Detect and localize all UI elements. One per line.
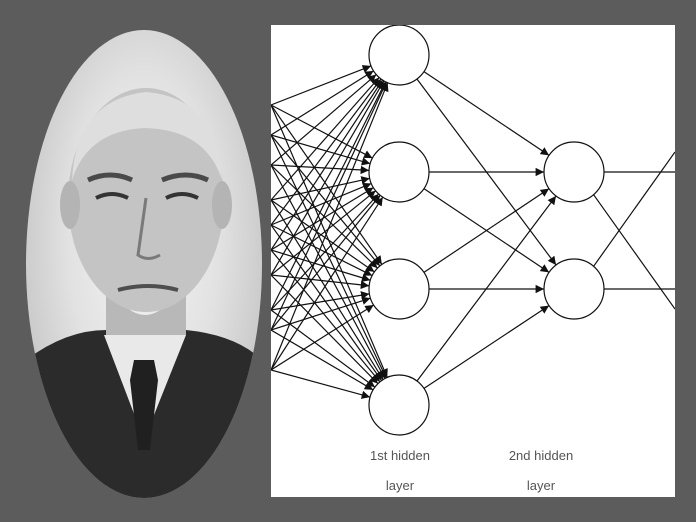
h1-h2-edge-2-0 [423,188,550,273]
h2-out-edge-0-1 [593,194,675,310]
input-edge-8-0 [271,81,387,331]
input-edge-0-2 [271,104,383,265]
person-portrait-icon [26,88,262,498]
input-edge-7-3 [271,309,376,388]
h1-h2-edge-3-1 [423,305,550,389]
input-edge-3-3 [271,199,384,380]
input-edge-2-0 [271,74,377,166]
input-edge-3-2 [271,199,375,273]
input-edge-1-1 [271,134,371,166]
hidden1-node-2 [368,141,430,203]
hidden1-node-4 [368,374,430,436]
layer-label-1-line2: layer [385,478,415,493]
layer-label-2-line1: 2nd hidden [508,448,574,463]
portrait-photo [26,30,262,498]
input-edge-4-0 [271,78,382,226]
input-edge-9-3 [271,369,371,399]
input-edge-9-0 [271,82,389,371]
input-edge-5-0 [271,79,384,251]
input-edge-4-3 [271,224,383,381]
input-edge-9-1 [271,196,384,371]
input-edge-6-0 [271,80,385,276]
neural-network-diagram: 1st hidden layer 2nd hidden layer [271,25,675,497]
input-edge-5-2 [271,249,371,282]
input-edge-8-2 [271,296,371,331]
h1-h2-edge-0-0 [423,71,550,156]
hidden2-node-2 [543,258,605,320]
input-edge-3-0 [271,77,380,201]
input-edge-6-1 [271,190,377,276]
input-edge-8-1 [271,194,381,331]
input-edge-4-1 [271,182,372,226]
h1-h2-edge-3-0 [416,195,557,382]
hidden2-node-1 [543,141,605,203]
layer-label-2-line2: layer [526,478,556,493]
input-edge-4-2 [271,224,373,277]
input-edge-5-3 [271,249,381,383]
layer-label-2: 2nd hidden layer [481,448,601,494]
input-edge-9-2 [271,304,374,371]
input-edge-7-2 [271,291,370,311]
h2-out-edge-1-0 [593,151,675,267]
hidden1-node-1 [368,25,430,86]
input-edge-0-3 [271,104,388,378]
input-edge-8-3 [271,329,374,391]
input-edge-1-0 [271,70,374,136]
input-edge-7-0 [271,81,387,311]
input-edge-0-0 [271,65,372,106]
layer-label-1: 1st hidden layer [340,448,460,494]
hidden1-node-3 [368,258,430,320]
input-edge-1-3 [271,134,387,379]
network-svg [271,25,675,436]
layer-label-1-line1: 1st hidden [370,448,430,463]
